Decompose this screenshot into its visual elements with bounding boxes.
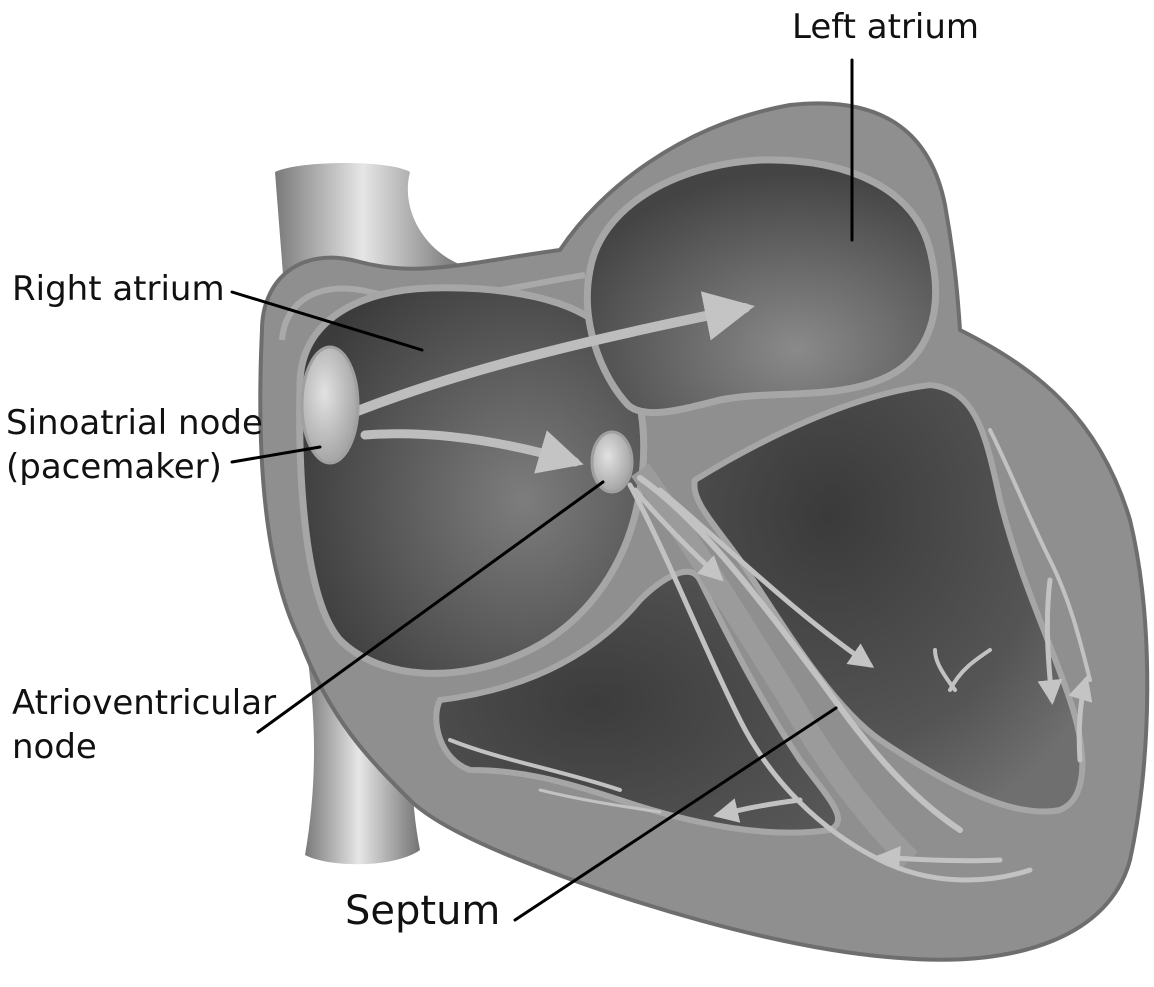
label-right-atrium: Right atrium <box>12 269 225 309</box>
label-septum: Septum <box>345 888 500 934</box>
label-sinoatrial-node: Sinoatrial node <box>6 403 263 443</box>
label-node: node <box>12 727 97 767</box>
left-atrium-chamber <box>587 160 935 413</box>
atrioventricular-node <box>592 432 632 492</box>
label-pacemaker: (pacemaker) <box>6 447 222 487</box>
label-left-atrium: Left atrium <box>792 7 979 47</box>
sinoatrial-node <box>302 347 358 463</box>
label-atrioventricular: Atrioventricular <box>12 683 276 723</box>
